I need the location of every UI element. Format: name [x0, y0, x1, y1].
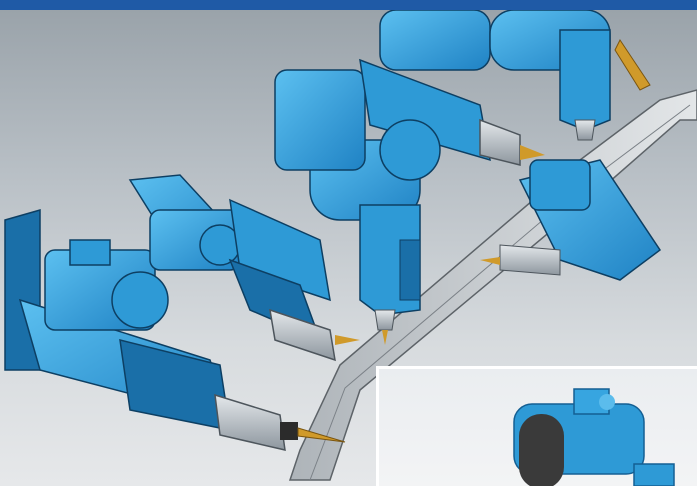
- drilling-unit-1: [4, 209, 346, 451]
- header-color-band: [0, 0, 697, 10]
- drilling-unit-6-angled: [480, 159, 662, 281]
- drilling-units-scene: [0, 10, 697, 486]
- drilling-unit-5-top: [379, 10, 651, 141]
- motor-detail-drawing: [513, 388, 675, 486]
- drilling-unit-2: [128, 174, 360, 362]
- motor-detail-inset: [376, 366, 697, 486]
- drilling-units-drawing: [4, 10, 697, 481]
- drilling-unit-4: [274, 58, 545, 181]
